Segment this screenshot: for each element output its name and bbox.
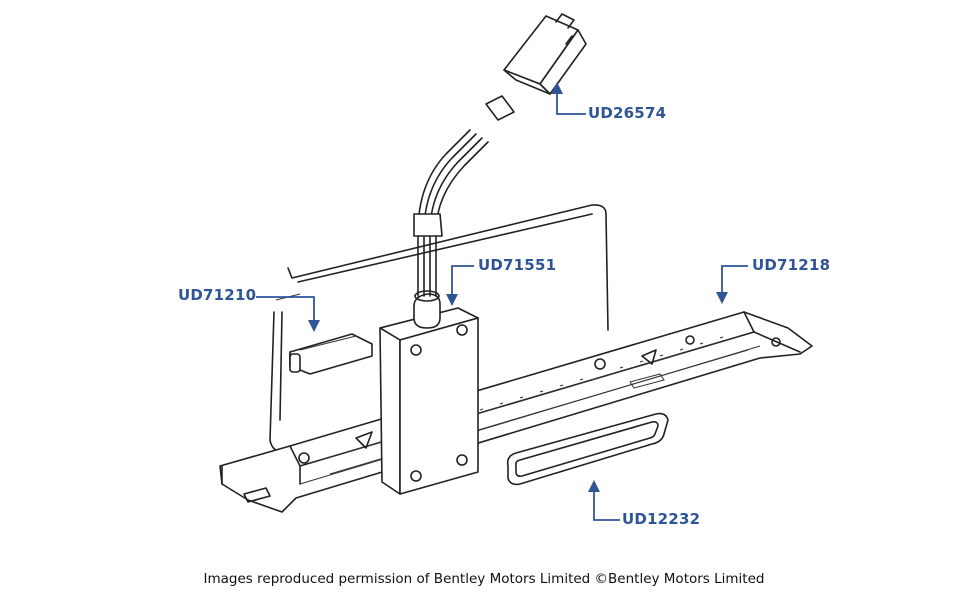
part-label-ud71551: UD71551 <box>478 256 557 274</box>
leader-ud71551 <box>446 265 474 306</box>
gasket <box>506 412 669 486</box>
part-label-ud12232: UD12232 <box>622 510 701 528</box>
copyright-credit: Images reproduced permission of Bentley … <box>203 571 765 587</box>
leader-ud71218 <box>716 265 748 304</box>
module-box <box>379 290 479 495</box>
part-label-ud71210: UD71210 <box>178 286 257 304</box>
part-label-ud26574: UD26574 <box>588 104 667 122</box>
connector <box>503 13 587 95</box>
part-label-ud71218: UD71218 <box>752 256 831 274</box>
back-panel <box>269 204 609 453</box>
wiring-harness <box>413 95 515 297</box>
leader-ud12232 <box>588 480 620 521</box>
clip-bracket <box>289 333 373 375</box>
leader-ud71210 <box>256 296 320 332</box>
leader-ud26574 <box>551 82 586 115</box>
